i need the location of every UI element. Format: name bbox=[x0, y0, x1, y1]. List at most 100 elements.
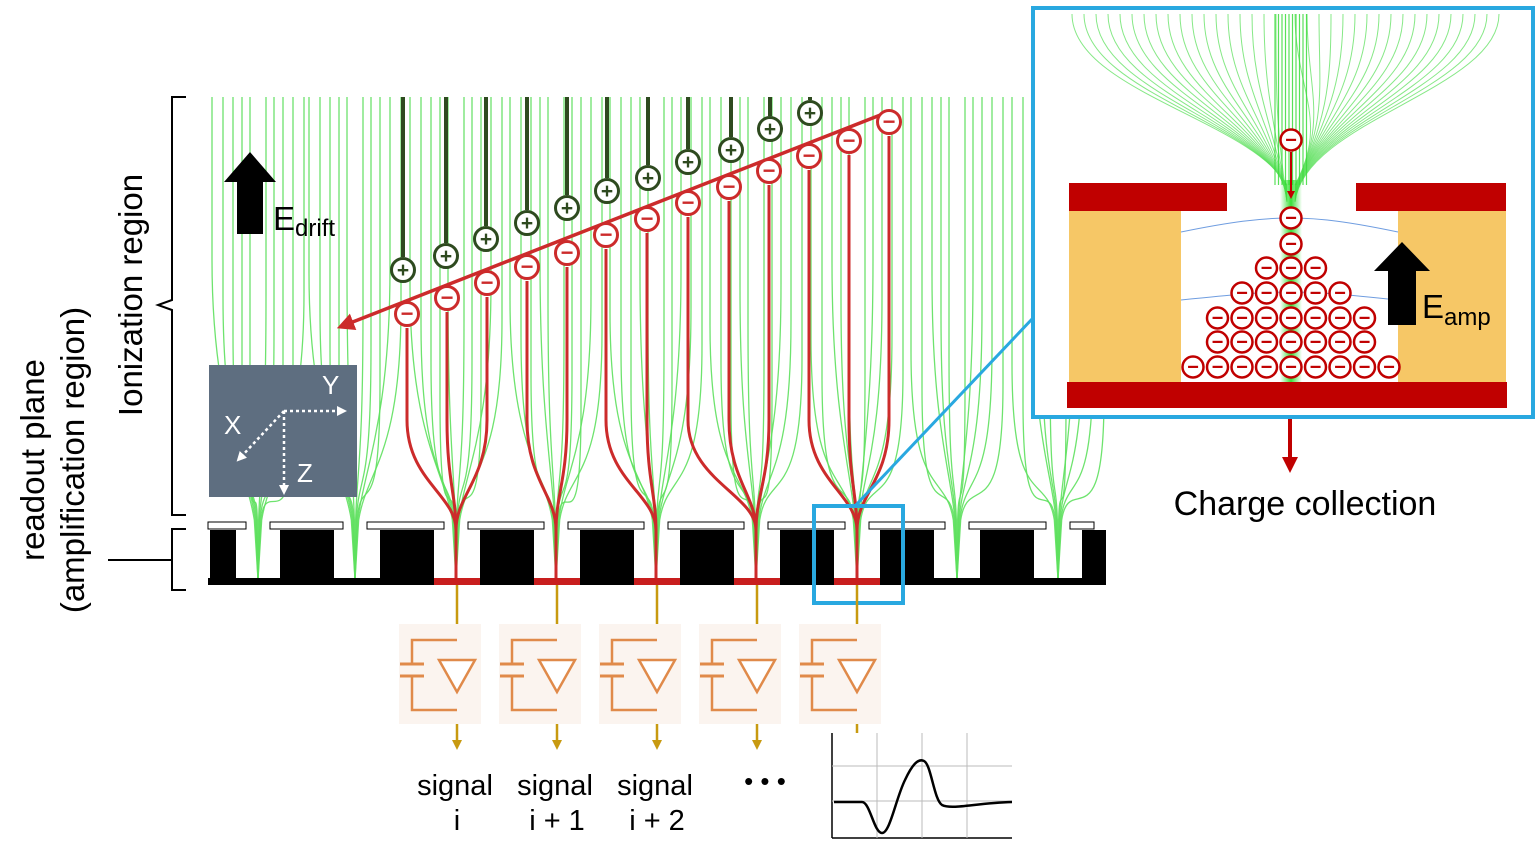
preamp-wire bbox=[710, 638, 757, 664]
charge-collection-label: Charge collection bbox=[1174, 485, 1437, 523]
field-line bbox=[630, 97, 657, 581]
field-line bbox=[1057, 97, 1067, 581]
positive-ion-glyph: + bbox=[521, 212, 533, 235]
electron-drift-path bbox=[454, 297, 489, 578]
signal-label-1-line1: signal bbox=[517, 770, 593, 802]
avalanche-electron-glyph: − bbox=[1334, 332, 1346, 354]
avalanche-electron-glyph: − bbox=[1383, 357, 1395, 379]
readout-plane-label-line1: readout plane bbox=[14, 359, 51, 561]
avalanche-electron-glyph: − bbox=[1285, 332, 1297, 354]
amplifier-triangle bbox=[436, 658, 478, 695]
electron-glyph: − bbox=[561, 240, 574, 265]
mesh-strip bbox=[1069, 521, 1095, 530]
field-line bbox=[354, 97, 372, 581]
preamp-wire bbox=[710, 676, 757, 712]
field-line bbox=[1057, 97, 1105, 581]
mesh-strip bbox=[767, 521, 846, 530]
signal-waveform-line bbox=[834, 759, 1013, 835]
signal-label-2-line2: i + 2 bbox=[629, 805, 685, 837]
axis-y-label: Y bbox=[322, 370, 339, 400]
avalanche-electron-circle bbox=[1205, 355, 1230, 379]
avalanche-electron-glyph: − bbox=[1285, 130, 1297, 152]
readout-pad bbox=[480, 530, 534, 580]
amplifier-triangle bbox=[836, 658, 878, 695]
avalanche-electron-circle bbox=[1352, 355, 1377, 379]
avalanche-electron-glyph: − bbox=[1261, 357, 1273, 379]
electron-circle bbox=[836, 128, 862, 154]
electron-circle bbox=[796, 143, 822, 169]
mesh-strip bbox=[467, 521, 545, 530]
electron-circle bbox=[716, 174, 742, 200]
avalanche-electron-circle bbox=[1279, 355, 1303, 379]
inset-field-line bbox=[1294, 13, 1500, 203]
positive-ion-circle bbox=[757, 116, 783, 142]
electron-drift-path bbox=[855, 136, 891, 578]
positive-ion-glyph: + bbox=[561, 197, 573, 220]
inset-field-line bbox=[1275, 13, 1288, 203]
avalanche-electron-glyph: − bbox=[1285, 258, 1297, 280]
field-line bbox=[755, 97, 792, 581]
avalanche-electron-circle bbox=[1205, 306, 1230, 330]
avalanche-electron-glyph: − bbox=[1310, 283, 1322, 305]
field-line bbox=[539, 97, 557, 581]
avalanche-electron-circle bbox=[1303, 281, 1328, 305]
avalanche-electron-glyph: − bbox=[1334, 308, 1346, 330]
signal-label-0-line1: signal bbox=[417, 770, 493, 802]
preamp-wire bbox=[510, 676, 557, 712]
inset-field-line bbox=[1191, 13, 1288, 196]
avalanche-electron-circle bbox=[1279, 256, 1303, 280]
positive-ion-glyph: + bbox=[764, 118, 776, 141]
preamp-wire bbox=[410, 638, 457, 664]
preamp bbox=[599, 624, 681, 724]
electron-glyph: − bbox=[883, 109, 896, 134]
zoom-highlight-box bbox=[812, 504, 905, 605]
electrons: −−−−−−−−−−−−− bbox=[394, 109, 902, 327]
avalanche-electron-glyph: − bbox=[1261, 258, 1273, 280]
avalanche-electron-glyph: − bbox=[1334, 357, 1346, 379]
avalanche-electron-glyph: − bbox=[1285, 234, 1297, 256]
signal-waveform-plot bbox=[831, 733, 1013, 839]
field-line bbox=[354, 97, 402, 581]
preamp-wire bbox=[810, 638, 857, 664]
positive-ion-glyph: + bbox=[725, 139, 737, 162]
inset-field-lines bbox=[1071, 13, 1500, 301]
mesh-strip bbox=[667, 521, 745, 530]
avalanche-electron-circle bbox=[1254, 330, 1279, 354]
avalanche-electron-circle bbox=[1328, 330, 1352, 354]
field-line bbox=[547, 97, 557, 581]
amplification-inset: −−−−−−−−−−−−−−−−−−−−−−−−−−−−−−−−−− Eamp bbox=[1031, 6, 1535, 419]
electron-circle bbox=[514, 254, 540, 280]
preamp bbox=[499, 624, 581, 724]
readout-plane-label-line2: (amplification region) bbox=[54, 307, 91, 613]
avalanche-electron-glyph: − bbox=[1236, 332, 1248, 354]
positive-ion-glyph: + bbox=[440, 245, 452, 268]
avalanche-electron-glyph: − bbox=[1285, 357, 1297, 379]
positive-ion-circle bbox=[390, 257, 416, 283]
readout-pad bbox=[580, 530, 634, 580]
avalanche-electron-glyph: − bbox=[1310, 258, 1322, 280]
field-line bbox=[354, 97, 381, 581]
preamp bbox=[399, 624, 481, 724]
avalanche-electron-glyph: − bbox=[1359, 332, 1371, 354]
field-line bbox=[755, 97, 803, 581]
readout-pad bbox=[210, 530, 236, 580]
positive-ion-circle bbox=[433, 243, 459, 269]
positive-ion-circle bbox=[718, 137, 744, 163]
electron-glyph: − bbox=[521, 254, 534, 279]
positive-ion-circle bbox=[554, 195, 580, 221]
field-line bbox=[354, 97, 391, 581]
electron-circle bbox=[876, 109, 902, 135]
readout-pad bbox=[880, 530, 934, 580]
readout-pad bbox=[980, 530, 1034, 580]
avalanche-electron-circle bbox=[1254, 281, 1279, 305]
field-line bbox=[319, 97, 356, 581]
ionization-region-label: Ionization region bbox=[112, 174, 149, 416]
avalanche-electron-circle bbox=[1303, 306, 1328, 330]
field-line bbox=[455, 97, 473, 581]
avalanche-electron-glyph: − bbox=[1310, 332, 1322, 354]
anode-segment bbox=[734, 578, 780, 585]
electron-drift-path bbox=[554, 267, 569, 578]
field-line bbox=[455, 97, 465, 581]
field-line bbox=[956, 97, 983, 581]
electron-avalanche-channel bbox=[1280, 180, 1302, 382]
